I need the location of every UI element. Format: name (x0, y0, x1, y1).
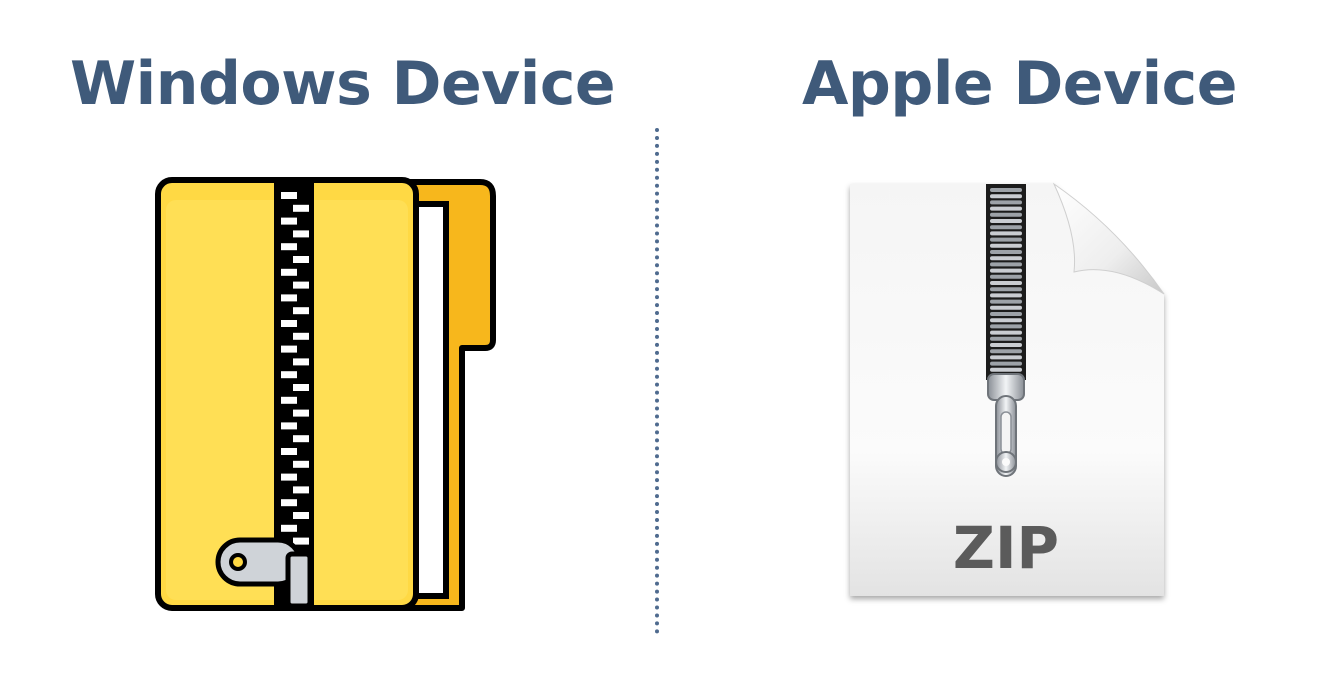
dotted-divider (655, 128, 659, 634)
windows-device-title: Windows Device (70, 49, 616, 119)
apple-device-title: Apple Device (802, 49, 1237, 119)
zip-file-label: ZIP (953, 514, 1059, 582)
zip-folder-icon (150, 172, 505, 617)
zip-file-icon: ZIP (838, 176, 1178, 606)
